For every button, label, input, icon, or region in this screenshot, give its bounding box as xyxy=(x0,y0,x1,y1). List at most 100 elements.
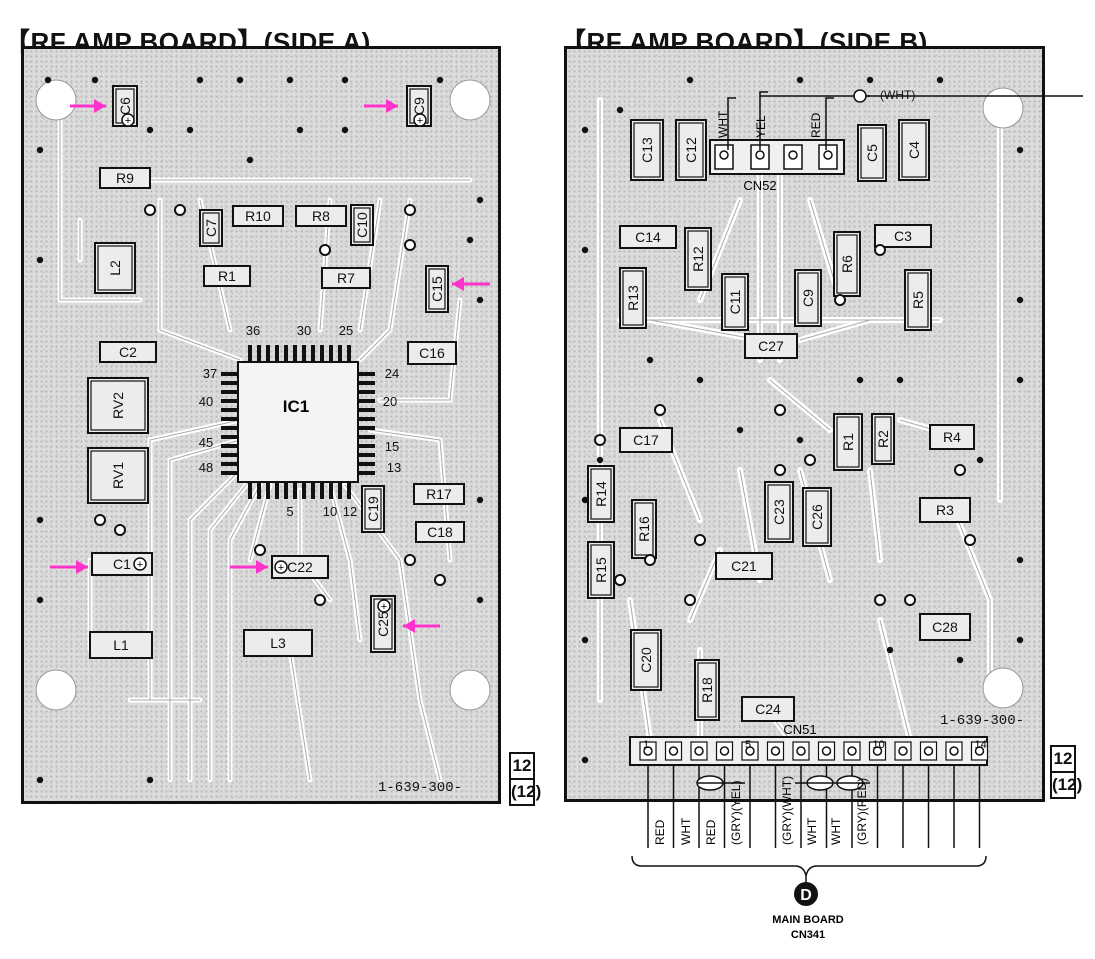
ic-pin-number: 5 xyxy=(286,504,293,519)
cn52-label: CN52 xyxy=(743,178,776,193)
component-label: L2 xyxy=(107,260,123,276)
component-label: R16 xyxy=(636,516,652,542)
via-pad xyxy=(404,204,416,216)
traces-side-b xyxy=(597,97,1003,743)
component-b-c11: C11 xyxy=(721,273,749,331)
component-b-c21: C21 xyxy=(715,552,773,580)
via-pad xyxy=(654,404,666,416)
solder-point xyxy=(581,636,589,644)
component-b-c17: C17 xyxy=(619,427,673,453)
cn51-label: CN51 xyxy=(783,722,816,737)
ic-pin-number: 36 xyxy=(246,323,260,338)
component-a-c15: C15 xyxy=(425,265,449,313)
component-label: R5 xyxy=(910,291,926,309)
via-pad xyxy=(834,294,846,306)
component-label: R17 xyxy=(426,486,452,502)
component-a-c25: C25 xyxy=(370,595,396,653)
cn51-wire-label: (GRY)(WHT) xyxy=(780,776,794,845)
component-a-c2: C2 xyxy=(99,341,157,363)
component-label: C3 xyxy=(894,228,912,244)
component-label: C19 xyxy=(365,496,381,522)
cn52-wire-label: WHT xyxy=(716,110,730,138)
component-a-r7: R7 xyxy=(321,267,371,289)
solder-point xyxy=(36,596,44,604)
cn51-pin-number: 14 xyxy=(975,739,987,751)
via-pad xyxy=(254,544,266,556)
via-pad xyxy=(404,554,416,566)
component-a-l3: L3 xyxy=(243,629,313,657)
component-label: R18 xyxy=(699,677,715,703)
component-label: C11 xyxy=(727,289,743,314)
component-a-c7: C7 xyxy=(199,209,223,247)
cn51-wire-label: WHT xyxy=(805,817,819,845)
component-a-rv1: RV1 xyxy=(87,447,149,504)
component-a-c19: C19 xyxy=(361,485,385,533)
solder-point xyxy=(476,596,484,604)
solder-point xyxy=(976,456,984,464)
component-label: C1 xyxy=(113,556,131,572)
component-label: RV2 xyxy=(110,392,126,419)
component-a-l2: L2 xyxy=(94,242,136,294)
solder-point xyxy=(1016,636,1024,644)
ic-pin-number: 45 xyxy=(199,435,213,450)
via-pad xyxy=(114,524,126,536)
component-b-r16: R16 xyxy=(631,499,657,559)
board-number-top-b: 12 xyxy=(1053,749,1073,768)
component-label: C2 xyxy=(119,344,137,360)
component-b-c3: C3 xyxy=(874,224,932,248)
ic1-package: IC1 xyxy=(237,361,359,483)
via-pad xyxy=(774,404,786,416)
ic-pin-number: 30 xyxy=(297,323,311,338)
cn51-wire-label: RED xyxy=(653,819,667,845)
component-label: R15 xyxy=(593,557,609,583)
via-pad xyxy=(804,454,816,466)
component-label: C23 xyxy=(771,499,787,525)
solder-point xyxy=(686,76,694,84)
solder-point xyxy=(146,776,154,784)
solder-point xyxy=(696,376,704,384)
component-b-r4: R4 xyxy=(929,424,975,450)
cn51-wire-label: (GRY)(RED) xyxy=(855,778,869,845)
component-label: R1 xyxy=(840,433,856,451)
component-a-r1: R1 xyxy=(203,265,251,287)
component-b-r13: R13 xyxy=(619,267,647,329)
solder-point xyxy=(91,76,99,84)
mounting-hole xyxy=(982,87,1024,129)
component-label: L3 xyxy=(270,635,286,651)
component-a-r8: R8 xyxy=(295,205,347,227)
component-label: C4 xyxy=(906,141,922,159)
highlight-arrow xyxy=(403,619,440,633)
component-label: C28 xyxy=(932,619,958,635)
highlight-arrow xyxy=(452,277,490,291)
component-b-r3: R3 xyxy=(919,497,971,523)
component-b-c24: C24 xyxy=(741,696,795,722)
component-a-c16: C16 xyxy=(407,341,457,365)
component-label: R2 xyxy=(875,430,891,448)
solder-point xyxy=(296,126,304,134)
solder-point xyxy=(936,76,944,84)
solder-point xyxy=(1016,376,1024,384)
solder-point xyxy=(1016,556,1024,564)
via-pad xyxy=(874,244,886,256)
via-pad xyxy=(404,239,416,251)
part-number-a: 1-639-300- xyxy=(378,780,463,796)
solder-point xyxy=(246,156,254,164)
destination-board: MAIN BOARD xyxy=(772,914,844,926)
component-b-c5: C5 xyxy=(857,124,887,182)
component-b-c26: C26 xyxy=(802,487,832,547)
component-b-c12: C12 xyxy=(675,119,707,181)
svg-text:+: + xyxy=(125,115,131,127)
component-label: C22 xyxy=(287,559,313,575)
via-pad xyxy=(94,514,106,526)
via-pad xyxy=(644,554,656,566)
solder-point xyxy=(36,516,44,524)
component-b-r12: R12 xyxy=(684,227,712,291)
mounting-hole xyxy=(982,667,1024,709)
via-pad xyxy=(314,594,326,606)
solder-point xyxy=(146,126,154,134)
solder-point xyxy=(196,76,204,84)
svg-text:+: + xyxy=(417,115,423,127)
solder-point xyxy=(581,126,589,134)
